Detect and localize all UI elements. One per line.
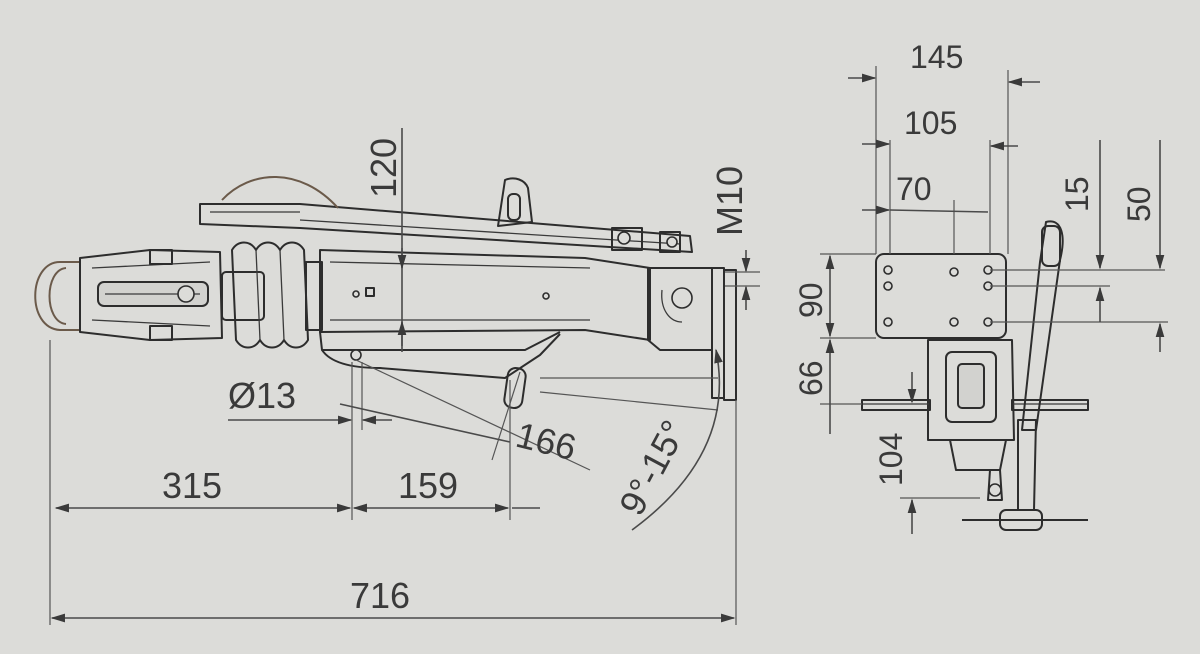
- dim-label-166: 166: [512, 414, 580, 468]
- dim-label-90: 90: [793, 282, 829, 318]
- dim-label-104: 104: [873, 433, 909, 486]
- dim-label-315: 315: [162, 465, 222, 506]
- dim-label-105: 105: [904, 105, 957, 141]
- dim-716: 716: [50, 400, 737, 625]
- dim-label-120: 120: [363, 138, 404, 198]
- dim-label-15: 15: [1059, 176, 1095, 212]
- dim-104: 104: [873, 372, 980, 534]
- side-view: 120 M10 Ø13 166: [34, 128, 760, 625]
- dim-label-angle: 9°-15°: [611, 413, 695, 521]
- dim-166: 166: [339, 359, 591, 471]
- dim-label-66: 66: [793, 360, 829, 396]
- dim-label-145: 145: [910, 39, 963, 75]
- dim-label-716: 716: [350, 575, 410, 616]
- handbrake-lever: [199, 176, 693, 253]
- mounting-plate: [875, 253, 1007, 339]
- front-view: 145 105 70 15 50 90 66: [793, 39, 1168, 534]
- dim-m10: M10: [709, 166, 760, 310]
- dim-15-50: 15 50: [990, 140, 1168, 352]
- dim-label-70: 70: [896, 171, 932, 207]
- dim-315-159: 315 159: [49, 340, 540, 625]
- dim-label-hole-13: Ø13: [228, 375, 296, 416]
- lever-front: [1017, 220, 1064, 511]
- coupling-front: [861, 339, 1089, 531]
- side-plate: [321, 177, 561, 410]
- coupling-head: [34, 249, 265, 341]
- dim-90-66: 90 66: [793, 253, 876, 434]
- dim-145-105-70: 145 105 70: [848, 39, 1040, 254]
- dim-label-159: 159: [398, 465, 458, 506]
- dim-120: 120: [363, 128, 407, 352]
- dim-label-m10: M10: [709, 166, 750, 236]
- dim-hole-13: Ø13: [228, 362, 392, 520]
- dim-label-50: 50: [1121, 186, 1157, 222]
- bellows: [231, 241, 323, 349]
- drawbar-housing: [319, 249, 651, 351]
- rear-flange: [647, 267, 737, 401]
